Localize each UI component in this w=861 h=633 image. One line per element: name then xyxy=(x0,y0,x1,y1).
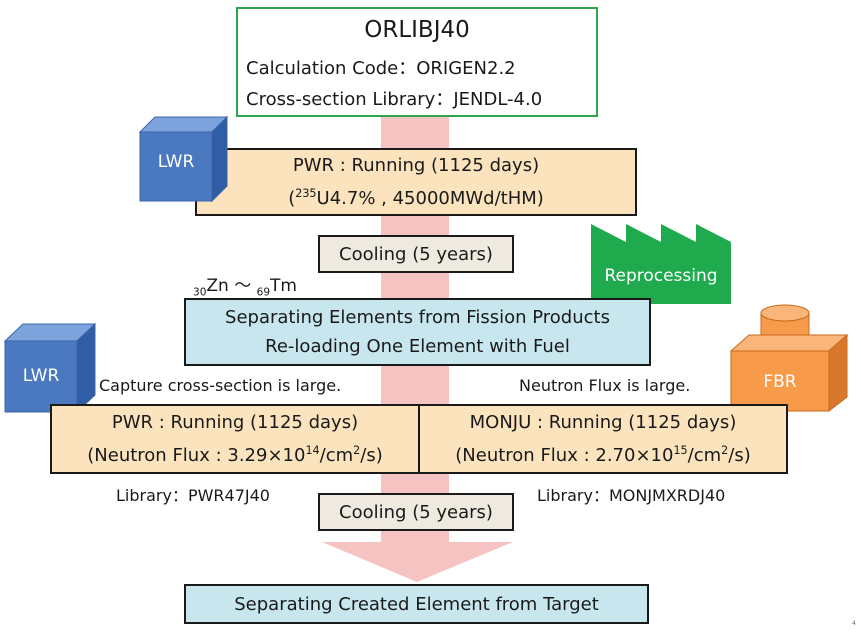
factory-icon xyxy=(591,224,731,304)
stage1-line1: PWR : Running (1125 days) xyxy=(292,154,540,176)
cooling-box-2: Cooling (5 years) xyxy=(318,493,514,531)
page-number: 4 xyxy=(852,620,856,627)
page-title: ORLIBJ40 xyxy=(364,17,470,43)
separating-box: Separating Elements from Fission Product… xyxy=(184,298,651,366)
final-label: Separating Created Element from Target xyxy=(234,593,599,615)
stage1-line2: (235U4.7% , 45000MWd/tHM) xyxy=(288,186,544,209)
left-library: Library：PWR47J40 xyxy=(116,486,270,505)
fbr-label: FBR xyxy=(763,372,797,392)
element-range: 30Zn 〜 69Tm xyxy=(193,276,297,299)
header-box: ORLIBJ40 Calculation Code：ORIGEN2.2 Cros… xyxy=(236,7,598,117)
cooling-label-2: Cooling (5 years) xyxy=(339,501,493,523)
separating-line2: Re-loading One Element with Fuel xyxy=(265,336,570,357)
cooling-label-1: Cooling (5 years) xyxy=(339,243,493,265)
left-pwr-box: PWR : Running (1125 days) (Neutron Flux … xyxy=(50,404,420,474)
fbr-reactor-icon xyxy=(729,304,849,413)
lwr-cube-icon-left xyxy=(3,322,97,414)
right-library: Library：MONJMXRDJ40 xyxy=(537,486,726,505)
right-monju-line1: MONJU : Running (1125 days) xyxy=(469,411,737,433)
lwr-label-left: LWR xyxy=(22,366,60,386)
lwr-label-top: LWR xyxy=(157,152,195,172)
right-monju-box: MONJU : Running (1125 days) (Neutron Flu… xyxy=(418,404,788,474)
right-branch-note: Neutron Flux is large. xyxy=(519,376,691,395)
lwr-cube-icon xyxy=(138,115,229,203)
right-monju-line2: (Neutron Flux : 2.70×1015/cm2/s) xyxy=(455,443,751,466)
calculation-code: Calculation Code：ORIGEN2.2 xyxy=(246,58,516,79)
left-pwr-line2: (Neutron Flux : 3.29×1014/cm2/s) xyxy=(87,443,383,466)
reprocessing-label: Reprocessing xyxy=(604,266,718,286)
final-separating-box: Separating Created Element from Target xyxy=(184,584,649,624)
cooling-box-1: Cooling (5 years) xyxy=(318,235,514,273)
left-pwr-line1: PWR : Running (1125 days) xyxy=(111,411,359,433)
stage1-pwr-box: PWR : Running (1125 days) (235U4.7% , 45… xyxy=(195,148,637,216)
left-branch-note: Capture cross-section is large. xyxy=(99,376,342,395)
cross-section-library: Cross-section Library：JENDL-4.0 xyxy=(246,89,543,110)
separating-line1: Separating Elements from Fission Product… xyxy=(225,307,610,328)
